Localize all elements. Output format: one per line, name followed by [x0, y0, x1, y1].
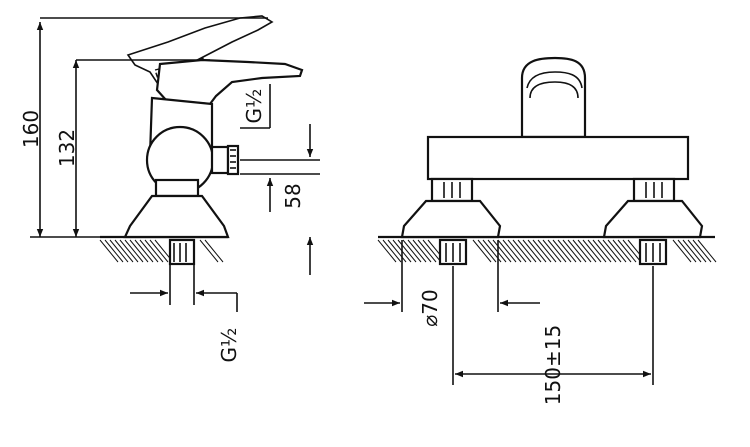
dim-132-label: 132	[55, 129, 79, 167]
side-view: 160 132 G½ 58 G½	[19, 15, 320, 363]
lever-front-inner	[529, 81, 579, 99]
front-view: ⌀70 150±15	[364, 56, 717, 405]
flange-left	[400, 199, 502, 239]
lever-front	[520, 56, 587, 139]
mixer-body-front	[426, 135, 690, 181]
dim-dia70-label: ⌀70	[418, 289, 442, 327]
wall-flange	[123, 194, 230, 239]
dim-58-label: 58	[281, 183, 305, 208]
outlet-nut	[226, 144, 240, 176]
wall-hatch-left	[99, 239, 224, 263]
stem	[154, 178, 200, 198]
thread-outlet-label: G½	[242, 89, 266, 124]
lever-raised	[126, 15, 274, 86]
dim-150-label: 150±15	[541, 325, 565, 405]
flange-right	[602, 199, 704, 239]
thread-inlet-label: G½	[217, 328, 241, 363]
wall-hatch-right	[377, 239, 717, 263]
lever-handle	[155, 58, 304, 106]
outlet-stub	[210, 145, 230, 175]
dim-160-label: 160	[19, 110, 43, 148]
